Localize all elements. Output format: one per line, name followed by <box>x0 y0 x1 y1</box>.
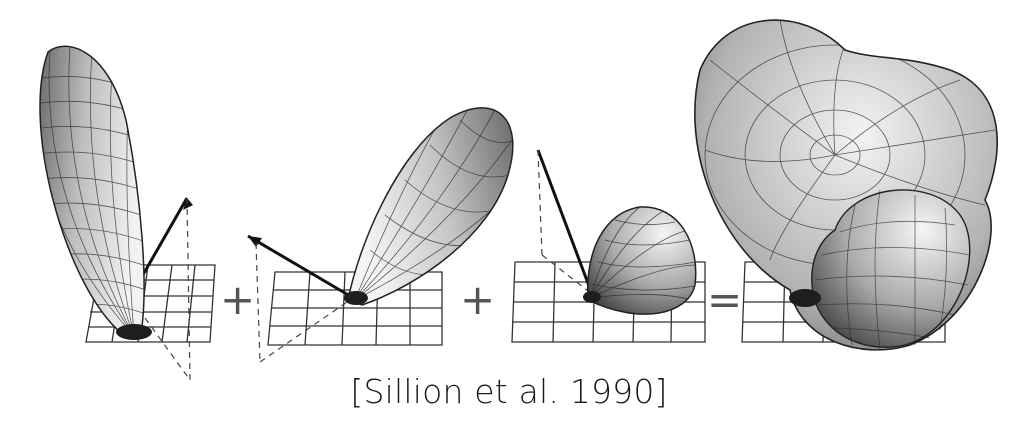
figure-caption: [Sillion et al. 1990] <box>350 372 668 411</box>
combined-lobe-ball <box>811 189 971 348</box>
normal-dashed-2 <box>255 242 351 363</box>
normal-dashed-1 <box>144 197 191 381</box>
panel-1-specular-lobe <box>39 45 216 381</box>
lobe-1 <box>39 45 145 339</box>
equals-operator: = <box>707 275 742 324</box>
panel-3-diffuse-lobe <box>511 149 706 343</box>
lobe-3 <box>586 206 697 315</box>
panel-4-combined-brdf <box>694 19 998 351</box>
lobe-2-base <box>344 291 368 305</box>
lobe-3-base <box>583 291 601 303</box>
lobe-1-base <box>116 324 152 340</box>
incident-ray-3 <box>536 149 594 295</box>
incident-ray-1 <box>138 197 189 281</box>
plus-operator-2: + <box>460 275 495 324</box>
lobe-2 <box>347 107 514 306</box>
plus-operator-1: + <box>220 275 255 324</box>
combined-lobe-base <box>789 289 821 307</box>
incident-ray-2 <box>247 234 351 298</box>
panel-2-specular-lobe <box>247 107 514 363</box>
